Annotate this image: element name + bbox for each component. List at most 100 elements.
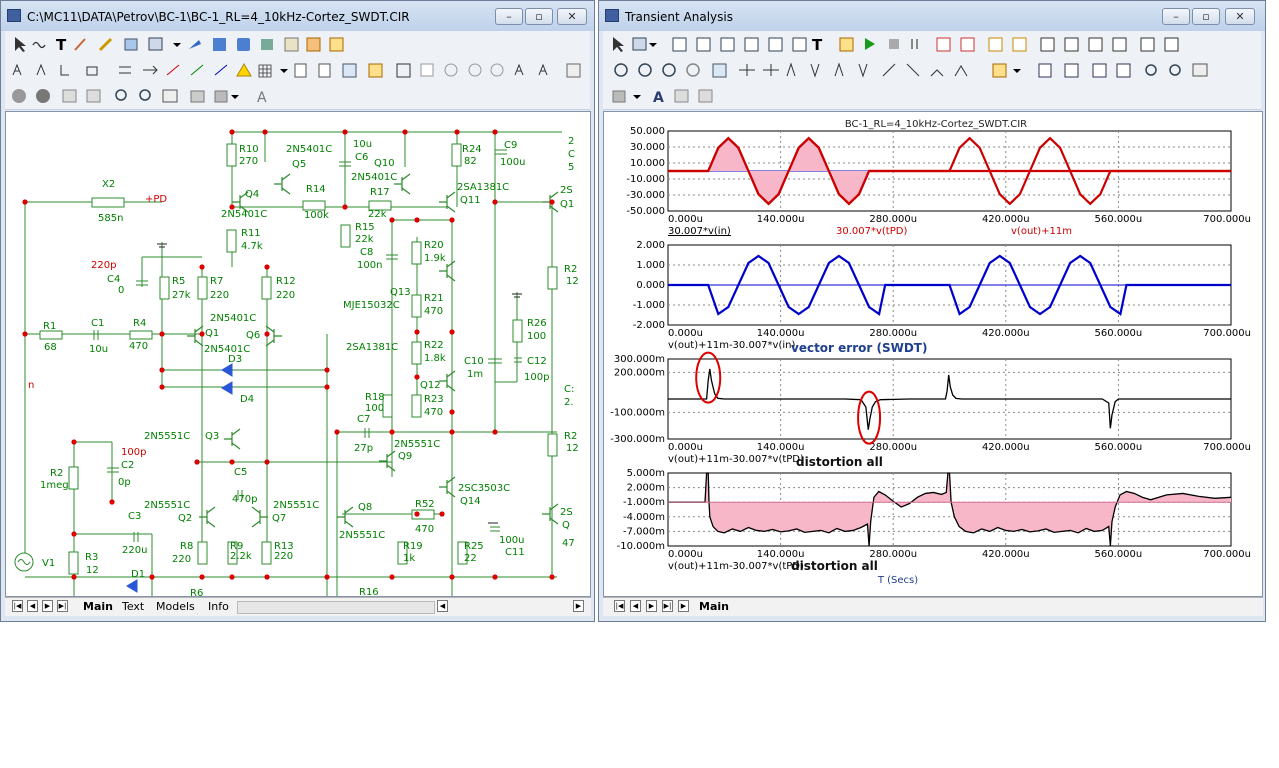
component-label[interactable]: R14 — [306, 184, 326, 195]
component-label[interactable]: 2 — [568, 136, 574, 147]
component-label[interactable]: 470 — [415, 524, 434, 535]
component-label[interactable]: R1 — [43, 321, 56, 332]
component-label[interactable]: 220 — [276, 290, 295, 301]
component-label[interactable]: R16 — [359, 587, 379, 597]
component-label[interactable]: 4.7k — [241, 241, 263, 252]
component-label[interactable]: +PD — [145, 194, 167, 205]
component-label[interactable]: n — [28, 380, 34, 391]
component-label[interactable]: Q14 — [460, 496, 481, 507]
component-label[interactable]: C4 — [107, 274, 120, 285]
component-label[interactable]: Q7 — [272, 513, 286, 524]
component-label[interactable]: 12 — [86, 565, 99, 576]
component-label[interactable]: R5 — [172, 276, 185, 287]
component-label[interactable]: R3 — [85, 552, 98, 563]
component-label[interactable]: C7 — [357, 414, 370, 425]
scroll-left-button[interactable]: ◀ — [437, 600, 448, 612]
component-label[interactable]: 2N5551C — [144, 431, 190, 442]
component-label[interactable]: R6 — [190, 588, 203, 597]
horizontal-scrollbar[interactable] — [237, 601, 435, 614]
component-label[interactable]: C6 — [355, 152, 368, 163]
component-label[interactable]: Q6 — [246, 330, 260, 341]
component-label[interactable]: 2N5551C — [144, 500, 190, 511]
transient-toolbar-icons-2[interactable] — [603, 57, 1263, 83]
maximize-button[interactable]: ▫ — [525, 8, 553, 25]
component-label[interactable]: 470 — [129, 341, 148, 352]
component-label[interactable]: 1.8k — [424, 353, 446, 364]
component-label[interactable]: 68 — [44, 342, 57, 353]
tab-text[interactable]: Text — [122, 600, 145, 613]
component-label[interactable]: 82 — [464, 156, 477, 167]
component-label[interactable]: 2S — [560, 185, 573, 196]
component-label[interactable]: 10u — [89, 344, 108, 355]
component-label[interactable]: Q3 — [205, 431, 219, 442]
component-label[interactable]: R18 — [365, 392, 385, 403]
component-label[interactable]: C — [568, 149, 575, 160]
transient-toolbar-icons-3[interactable]: A — [603, 83, 1263, 109]
component-label[interactable]: Q4 — [245, 189, 259, 200]
component-label[interactable]: 22k — [355, 234, 374, 245]
component-label[interactable]: R22 — [424, 340, 444, 351]
component-label[interactable]: R13 — [274, 541, 294, 552]
component-label[interactable]: 22k — [368, 209, 387, 220]
component-label[interactable]: 2.2k — [230, 551, 252, 562]
component-label[interactable]: C8 — [360, 247, 373, 258]
component-label[interactable]: 2N5401C — [221, 209, 267, 220]
component-label[interactable]: 2N5551C — [339, 530, 385, 541]
component-label[interactable]: R2 — [564, 431, 577, 442]
component-label[interactable]: 12 — [566, 443, 579, 454]
tab-info[interactable]: Info — [208, 600, 229, 613]
component-label[interactable]: Q8 — [358, 502, 372, 513]
component-label[interactable]: 585n — [98, 213, 123, 224]
component-label[interactable]: R20 — [424, 240, 444, 251]
component-label[interactable]: R11 — [241, 228, 261, 239]
component-label[interactable]: 220 — [210, 290, 229, 301]
component-label[interactable]: 2. — [564, 397, 574, 408]
component-label[interactable]: 470 — [424, 407, 443, 418]
component-label[interactable]: 47 — [562, 538, 575, 549]
component-label[interactable]: V1 — [42, 558, 55, 569]
component-label[interactable]: 220 — [172, 554, 191, 565]
component-label[interactable]: 12 — [566, 276, 579, 287]
component-label[interactable]: Q1 — [560, 199, 574, 210]
component-label[interactable]: D1 — [131, 569, 145, 580]
component-label[interactable]: R8 — [180, 541, 193, 552]
component-label[interactable]: 2N5401C — [286, 144, 332, 155]
component-label[interactable]: C2 — [121, 460, 134, 471]
component-label[interactable]: 100 — [527, 331, 546, 342]
transient-titlebar[interactable]: Transient Analysis – ▫ ✕ — [599, 1, 1265, 31]
component-label[interactable]: 0 — [118, 285, 124, 296]
component-label[interactable]: MJE15032C — [343, 300, 400, 311]
component-label[interactable]: R23 — [424, 394, 444, 405]
component-label[interactable]: Q13 — [390, 287, 411, 298]
component-label[interactable]: 100 — [365, 403, 384, 414]
component-label[interactable]: R2 — [50, 468, 63, 479]
component-label[interactable]: 5 — [568, 162, 574, 173]
component-label[interactable]: R21 — [424, 293, 444, 304]
component-label[interactable]: 2N5401C — [351, 172, 397, 183]
prev-page-button[interactable]: ◀ — [27, 600, 38, 612]
component-label[interactable]: 100p — [121, 447, 146, 458]
component-label[interactable]: R26 — [527, 318, 547, 329]
plot-first-button[interactable]: |◀ — [614, 600, 625, 612]
plot-prev-button[interactable]: ◀ — [630, 600, 641, 612]
component-label[interactable]: C1 — [91, 318, 104, 329]
component-label[interactable]: 470p — [232, 494, 257, 505]
plot-last-button[interactable]: ▶| — [662, 600, 673, 612]
component-label[interactable]: 270 — [239, 156, 258, 167]
component-label[interactable]: Q11 — [460, 195, 481, 206]
transient-plots[interactable]: BC-1_RL=4_10kHz-Cortez_SWDT.CIR 50.00030… — [604, 112, 1262, 596]
component-label[interactable]: 1m — [467, 369, 483, 380]
component-label[interactable]: 470 — [424, 306, 443, 317]
component-label[interactable]: C10 — [464, 356, 484, 367]
component-label[interactable]: 100u — [499, 535, 524, 546]
transient-toolbar-icons-1[interactable]: T — [603, 31, 1263, 57]
component-label[interactable]: 100u — [500, 157, 525, 168]
component-label[interactable]: R12 — [276, 276, 296, 287]
plot-tab-main[interactable]: Main — [699, 600, 729, 613]
component-label[interactable]: 220u — [122, 545, 147, 556]
component-label[interactable]: 2S — [560, 507, 573, 518]
component-label[interactable]: 27k — [172, 290, 191, 301]
component-label[interactable]: 220 — [274, 551, 293, 562]
tab-main[interactable]: Main — [83, 600, 113, 613]
